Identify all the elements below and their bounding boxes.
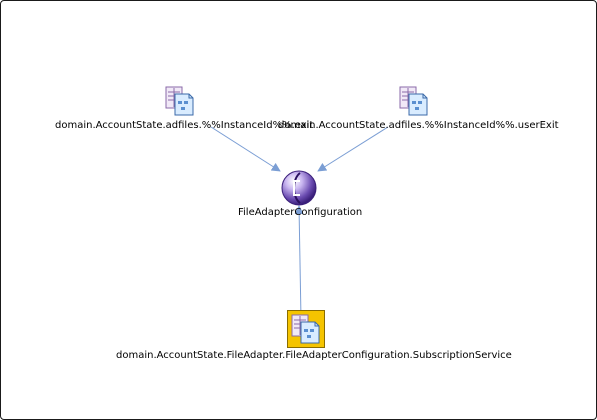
node-label: domain.AccountState.adfiles.%%InstanceId… bbox=[278, 120, 559, 131]
node-label: domain.AccountState.FileAdapter.FileAdap… bbox=[116, 350, 512, 361]
configuration-sphere-icon bbox=[281, 170, 317, 206]
node-label: domain.AccountState.adfiles.%%InstanceId… bbox=[55, 120, 314, 131]
file-document-icon bbox=[399, 86, 428, 116]
edge-left-to-config[interactable] bbox=[210, 126, 281, 172]
edge-right-to-config[interactable] bbox=[317, 126, 389, 172]
node-label: FileAdapterConfiguration bbox=[238, 207, 363, 218]
file-document-icon bbox=[165, 86, 194, 116]
file-document-icon bbox=[291, 314, 320, 344]
edge-subscription-to-config[interactable] bbox=[294, 205, 304, 320]
